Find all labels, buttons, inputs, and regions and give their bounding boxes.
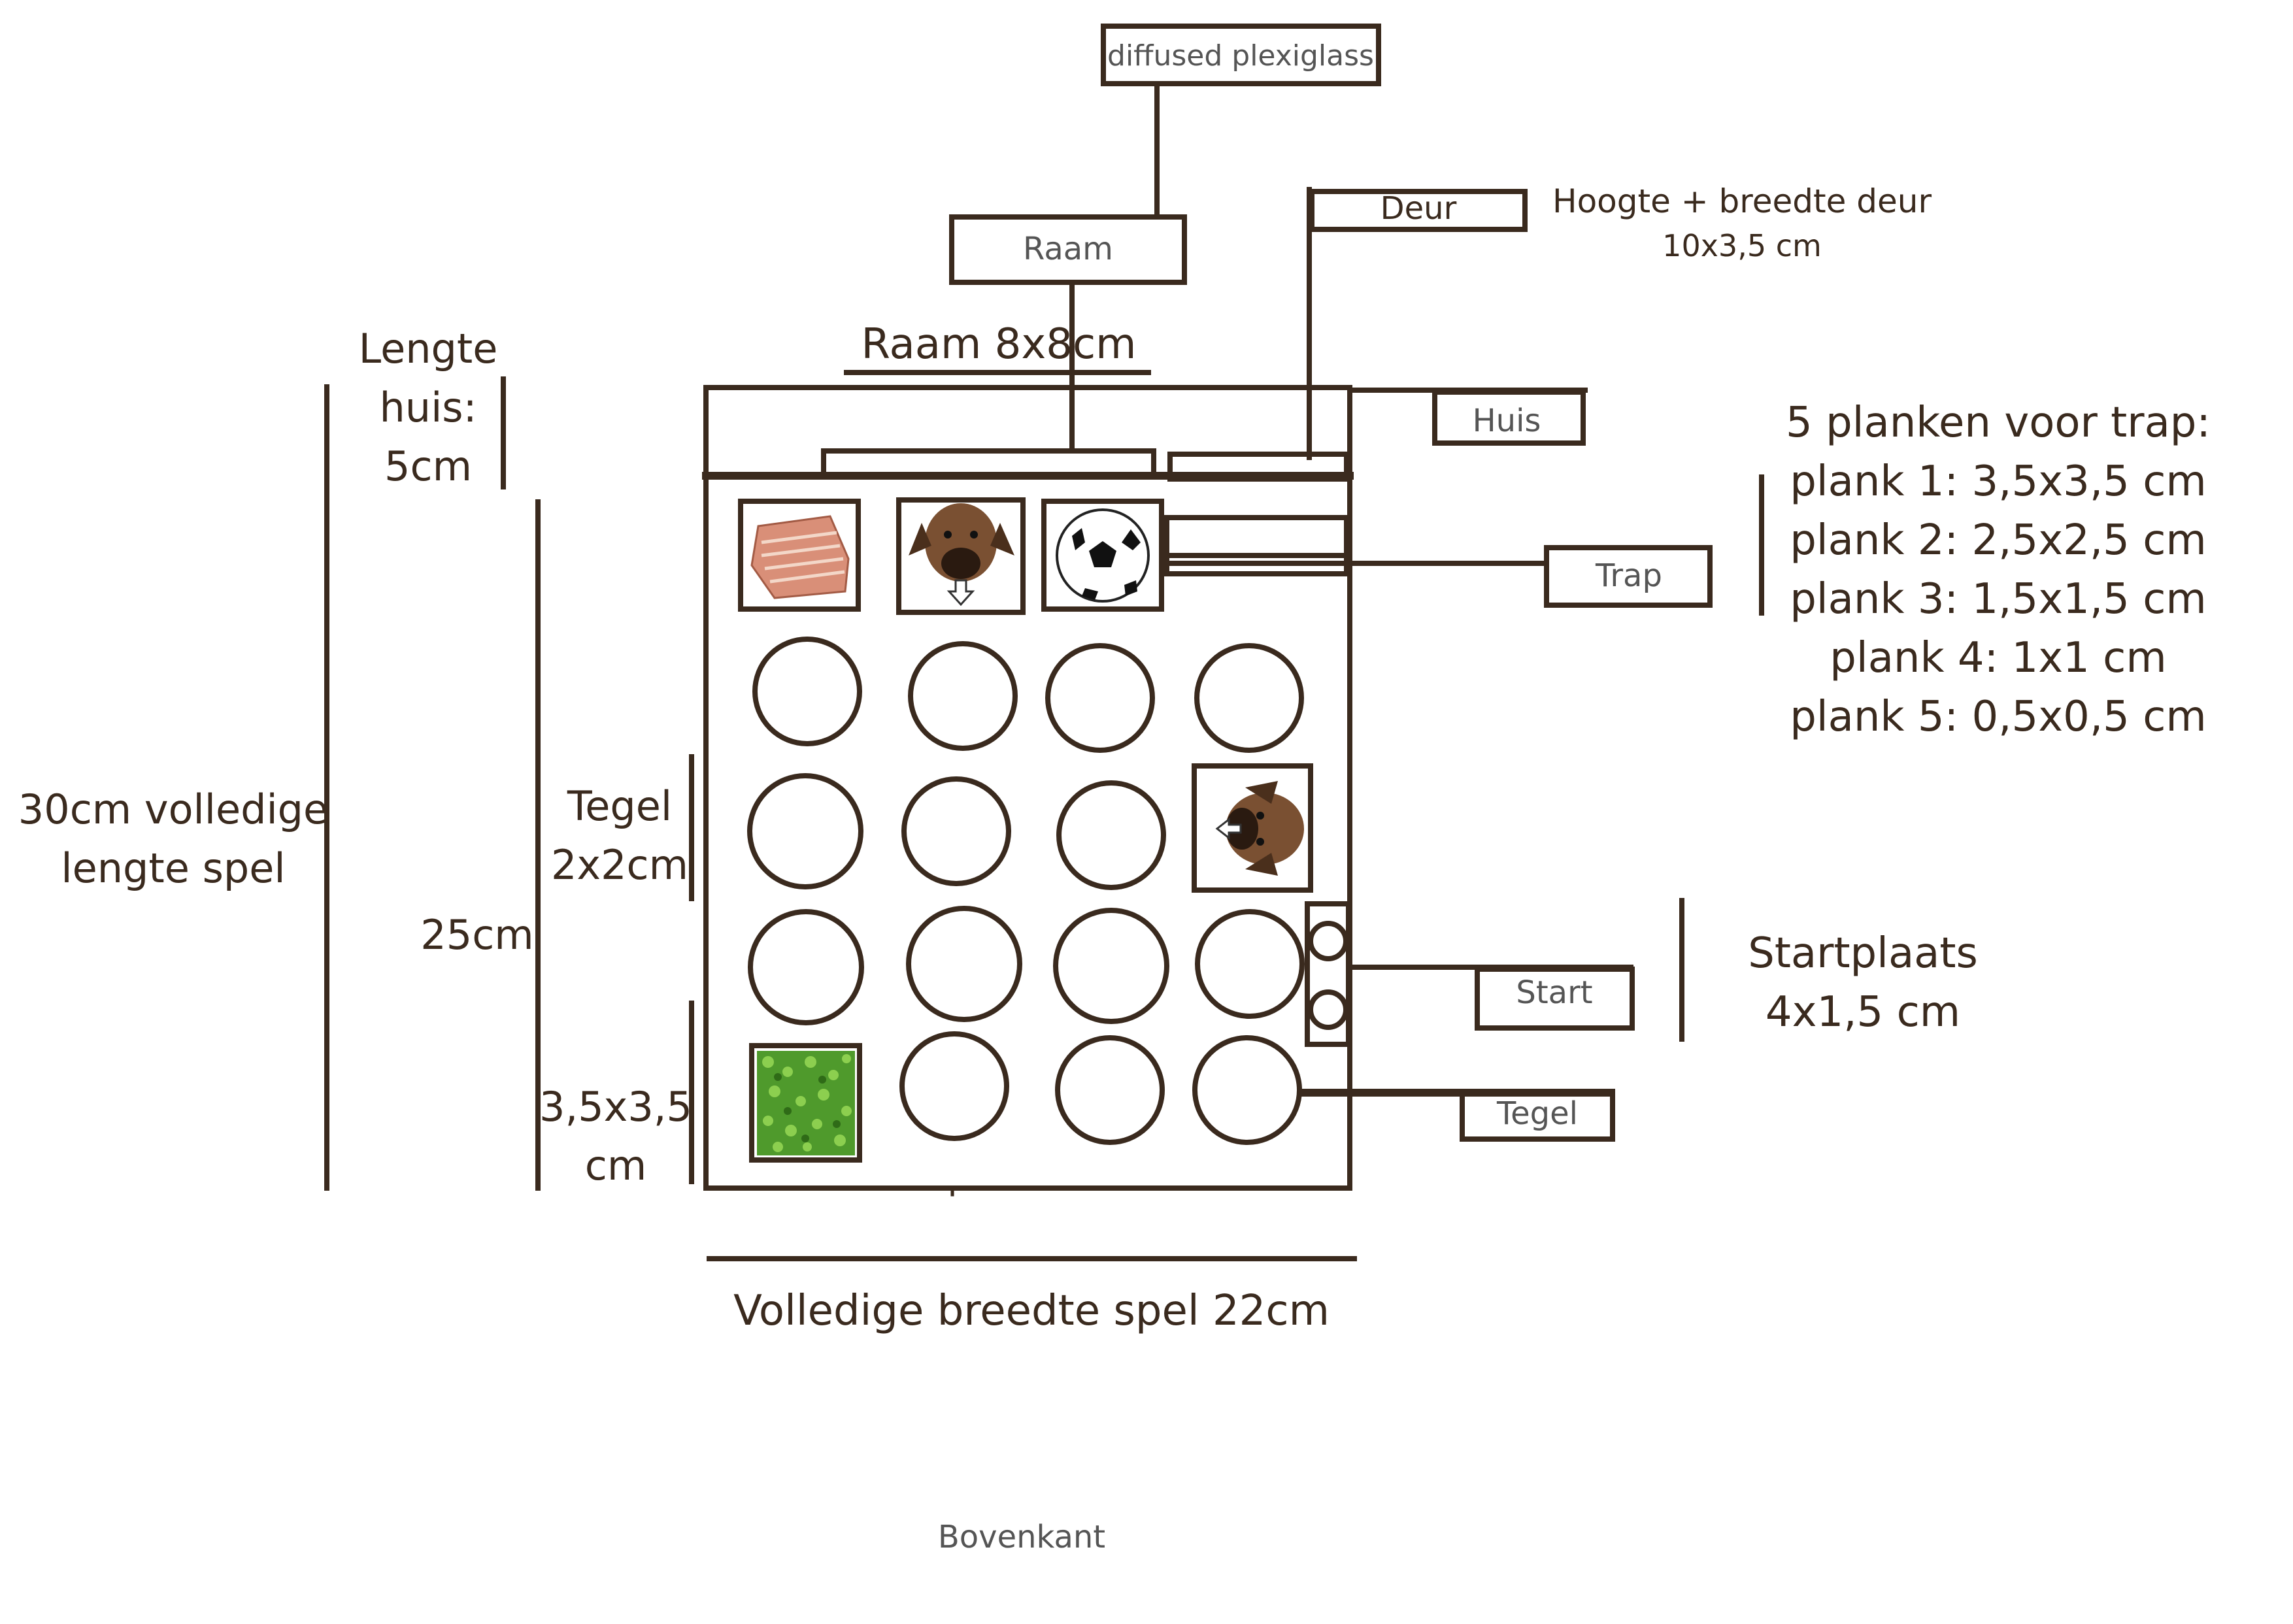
tegel-box xyxy=(1460,1091,1615,1142)
raam-size-label: Raam 8x8cm xyxy=(861,320,1136,369)
tile-circle xyxy=(1195,909,1305,1019)
huis-label: Huis xyxy=(1473,403,1541,439)
trap-title: 5 planken voor trap: xyxy=(1786,399,2211,447)
tile-circle xyxy=(1055,1035,1165,1145)
start-circle-1 xyxy=(1308,921,1348,961)
blanket-frame xyxy=(738,499,861,612)
soccer-ball-frame xyxy=(1041,499,1164,612)
start-circle-2 xyxy=(1308,989,1348,1030)
tile-circle xyxy=(747,773,863,889)
tile-circle xyxy=(1056,780,1166,890)
trap-label: Trap xyxy=(1595,557,1662,594)
tile-circle xyxy=(1053,908,1169,1024)
tile-circle xyxy=(1194,643,1304,753)
start-box xyxy=(1475,967,1635,1031)
tile-circle xyxy=(901,776,1011,886)
raam-label: Raam xyxy=(1023,231,1113,267)
tegel-size-line2: 2x2cm xyxy=(551,841,688,889)
square-size-line2: cm xyxy=(585,1142,646,1189)
tile-circle xyxy=(748,909,864,1025)
huis-box xyxy=(1432,389,1586,446)
plank-3: plank 3: 1,5x1,5 cm xyxy=(1790,575,2207,623)
deur-size-line1: Hoogte + breedte deur xyxy=(1552,182,1932,220)
full-width-label: Volledige breedte spel 22cm xyxy=(733,1287,1330,1335)
start-label: Start xyxy=(1516,974,1592,1011)
tile-circle xyxy=(906,906,1022,1022)
plank-4: plank 4: 1x1 cm xyxy=(1830,634,2166,682)
house-outline xyxy=(703,385,1352,478)
full-length-line1: 30cm volledige xyxy=(18,786,328,833)
diffused-box xyxy=(1101,24,1381,86)
lengte-huis-line1: Lengte xyxy=(359,325,498,373)
caption-bovenkant: Bovenkant xyxy=(938,1519,1105,1555)
startplaats-line2: 4x1,5 cm xyxy=(1766,988,1960,1036)
tegel-size-line1: Tegel xyxy=(567,782,672,830)
raam-box xyxy=(949,214,1187,285)
grass-tile-frame xyxy=(749,1043,862,1163)
tile-circle xyxy=(1045,643,1155,753)
tile-circle xyxy=(752,637,862,746)
startplaats-line1: Startplaats xyxy=(1748,929,1978,978)
door-block xyxy=(1167,452,1349,482)
dog-face-left-frame xyxy=(1192,763,1313,893)
deur-label: Deur xyxy=(1381,190,1457,227)
trap-box xyxy=(1544,545,1713,608)
dog-face-down-picture xyxy=(909,503,1014,606)
deur-size-line2: 10x3,5 cm xyxy=(1662,228,1822,263)
diffused-label: diffused plexiglass xyxy=(1107,39,1374,73)
blanket-picture xyxy=(750,515,850,599)
plank-1: plank 1: 3,5x3,5 cm xyxy=(1790,457,2207,506)
tegel-box-label: Tegel xyxy=(1496,1095,1578,1132)
stair-plank-1 xyxy=(1164,515,1349,558)
soccer-ball-picture xyxy=(1056,508,1150,603)
lengte-huis-line2: huis: xyxy=(379,384,477,431)
board-length-label: 25cm xyxy=(420,911,533,959)
lengte-huis-line3: 5cm xyxy=(384,442,472,490)
plank-2: plank 2: 2,5x2,5 cm xyxy=(1790,516,2207,565)
tile-circle xyxy=(908,641,1018,751)
plank-5: plank 5: 0,5x0,5 cm xyxy=(1790,693,2207,741)
tile-circle xyxy=(1192,1035,1302,1145)
start-area xyxy=(1305,901,1351,1047)
full-length-line2: lengte spel xyxy=(61,844,285,892)
grass-tile-picture xyxy=(757,1051,855,1155)
window-bar xyxy=(821,448,1156,478)
square-size-line1: 3,5x3,5 xyxy=(539,1083,692,1131)
dog-face-left-picture xyxy=(1215,781,1304,876)
dog-face-down-frame xyxy=(896,497,1026,615)
tile-circle xyxy=(899,1031,1009,1141)
